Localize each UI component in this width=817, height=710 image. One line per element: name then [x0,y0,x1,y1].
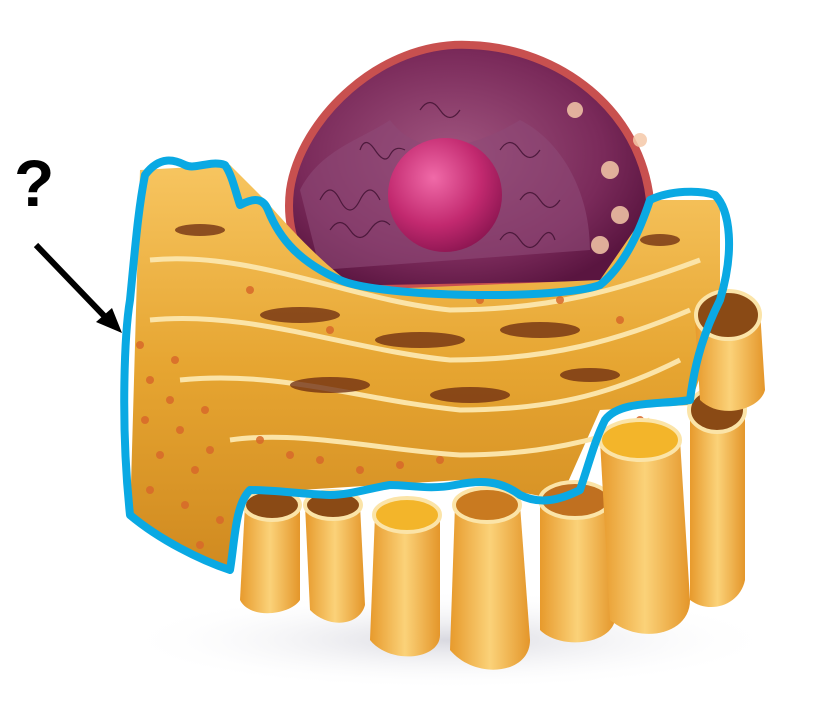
highlight-outline [120,156,733,574]
nucleolus [388,138,502,252]
arrow-pointer [33,242,122,333]
rough-endoplasmic-reticulum [130,165,720,570]
smooth-endoplasmic-reticulum [240,289,765,670]
ribosomes [136,286,644,549]
question-label: ? [14,146,55,220]
